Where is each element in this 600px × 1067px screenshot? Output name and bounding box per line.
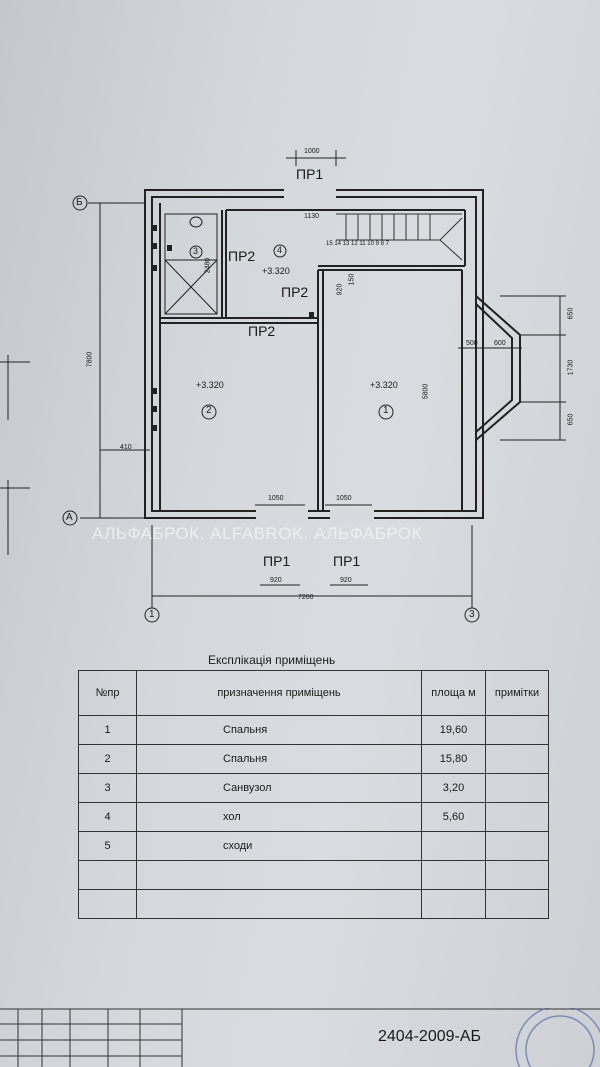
room-1-number: 1 [383, 405, 389, 416]
row-number: 3 [78, 773, 137, 803]
row-area [421, 860, 486, 890]
opening-room2: ПР2 [248, 323, 276, 339]
row-area: 15,80 [421, 744, 486, 774]
opening-wc: ПР2 [228, 248, 256, 264]
title-block [0, 1008, 600, 1067]
dim-1130: 1130 [304, 213, 320, 220]
dim-650-bottom: 650 [567, 413, 575, 426]
row-number: 4 [78, 802, 137, 832]
table-row: 1 Спальня 19,60 [78, 715, 549, 745]
dim-920-left: 920 [270, 577, 282, 584]
explication-table: №пр призначення приміщень площа м приміт… [78, 670, 549, 919]
dim-920-vertical: 920 [336, 283, 344, 296]
dim-1000: 1000 [304, 148, 320, 155]
row-note [485, 889, 549, 919]
row-area: 5,60 [421, 802, 486, 832]
opening-hall: ПР2 [281, 284, 309, 300]
dim-1050-left: 1050 [268, 495, 284, 502]
room-4-level: +3.320 [262, 266, 290, 276]
row-name [136, 889, 422, 919]
dim-2480: 2480 [204, 257, 212, 274]
watermark: АЛЬФАБРОК. ALFABROK. АЛЬФАБРОК [92, 524, 422, 543]
dim-7200: 7200 [298, 594, 314, 601]
row-note [485, 860, 549, 890]
row-number: 2 [78, 744, 137, 774]
row-note [485, 773, 549, 803]
dim-500: 500 [466, 340, 478, 347]
row-note [485, 744, 549, 774]
table-header-row: №пр призначення приміщень площа м приміт… [78, 670, 549, 716]
table-row: 5 сходи [78, 831, 549, 861]
stair-steps: 15 14 13 12 11 10 9 8 7 [326, 241, 389, 247]
dim-1050-right: 1050 [336, 495, 352, 502]
axis-1: 1 [149, 609, 155, 620]
dim-150: 150 [348, 273, 356, 286]
room-3-number: 3 [193, 246, 199, 256]
room-2-number: 2 [206, 405, 212, 416]
table-row: 2 Спальня 15,80 [78, 744, 549, 774]
document-number: 2404-2009-АБ [378, 1028, 482, 1045]
dim-920-right: 920 [340, 577, 352, 584]
room-4-number: 4 [277, 245, 283, 255]
row-note [485, 831, 549, 861]
header-area: площа м [421, 670, 486, 716]
dim-410: 410 [120, 444, 132, 451]
axis-3: 3 [469, 609, 475, 620]
opening-bottom-left: ПР1 [263, 553, 291, 569]
row-name: хол [136, 802, 422, 832]
row-number [78, 860, 137, 890]
room-1-level: +3.320 [370, 380, 398, 390]
row-number [78, 889, 137, 919]
table-row: 4 хол 5,60 [78, 802, 549, 832]
table-row [78, 860, 549, 890]
table-row: 3 Санвузол 3,20 [78, 773, 549, 803]
row-note [485, 802, 549, 832]
row-note [485, 715, 549, 745]
header-note: примітки [485, 670, 549, 716]
opening-top: ПР1 [296, 166, 324, 182]
row-area: 3,20 [421, 773, 486, 803]
header-number: №пр [78, 670, 137, 716]
row-name: Спальня [136, 715, 422, 745]
row-area: 19,60 [421, 715, 486, 745]
row-area [421, 831, 486, 861]
axis-a: А [66, 512, 73, 523]
dim-600: 600 [494, 340, 506, 347]
table-title: Експлікація приміщень [208, 653, 336, 667]
row-name: сходи [136, 831, 422, 861]
room-2-level: +3.320 [196, 380, 224, 390]
dim-1730: 1730 [567, 359, 575, 376]
header-purpose: призначення приміщень [136, 670, 422, 716]
row-name: Спальня [136, 744, 422, 774]
row-name [136, 860, 422, 890]
opening-bottom-right: ПР1 [333, 553, 361, 569]
row-number: 5 [78, 831, 137, 861]
dim-5800: 5800 [422, 383, 430, 400]
row-number: 1 [78, 715, 137, 745]
dim-650-top: 650 [567, 307, 575, 320]
table-row [78, 889, 549, 919]
row-area [421, 889, 486, 919]
floor-plan [0, 150, 566, 623]
axis-b: Б [76, 197, 83, 208]
row-name: Санвузол [136, 773, 422, 803]
dim-7800: 7800 [86, 351, 94, 368]
